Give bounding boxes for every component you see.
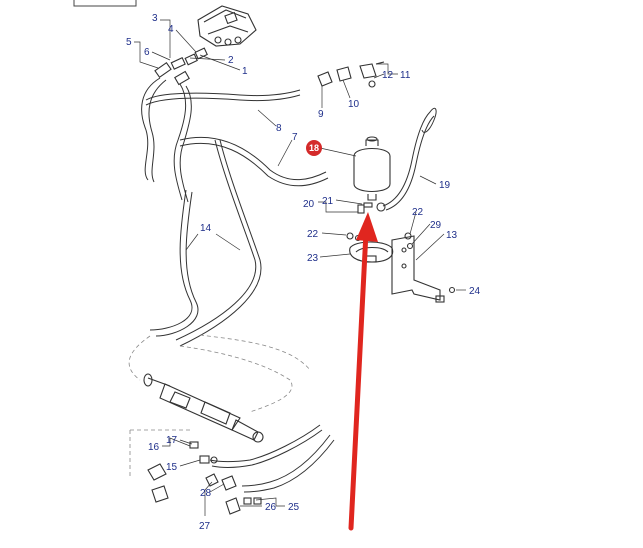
label-12: 12 [382, 70, 394, 81]
label-7: 7 [292, 132, 298, 143]
cylinder-fittings [147, 441, 218, 503]
label-16: 16 [148, 442, 160, 453]
label-11: 11 [400, 70, 411, 81]
label-3: 3 [152, 13, 158, 24]
header-box-fragment [73, 0, 137, 7]
highlight-arrow [348, 212, 378, 531]
label-22-right: 22 [412, 207, 424, 218]
label-26: 26 [265, 502, 277, 513]
label-25: 25 [288, 502, 300, 513]
label-21: 21 [322, 196, 334, 207]
mounting-bracket [391, 232, 456, 303]
accumulator-fittings [317, 61, 385, 88]
label-23: 23 [307, 253, 319, 264]
label-29: 29 [430, 220, 442, 231]
label-2: 2 [228, 55, 234, 66]
label-17: 17 [166, 435, 178, 446]
label-20: 20 [303, 199, 315, 210]
valve-fittings [154, 47, 208, 86]
lower-hoses [209, 424, 335, 493]
label-13: 13 [446, 230, 458, 241]
label-5: 5 [126, 37, 132, 48]
label-6: 6 [144, 47, 150, 58]
dashed-routing [128, 334, 311, 478]
accumulator-lower-fittings [357, 202, 373, 214]
label-19: 19 [439, 180, 451, 191]
hose-bundle [141, 77, 329, 347]
steering-cylinder [143, 373, 264, 443]
label-28: 28 [200, 488, 212, 499]
label-9: 9 [318, 109, 324, 120]
label-1: 1 [242, 66, 248, 77]
label-10: 10 [348, 99, 360, 110]
highlight-badge [306, 140, 322, 156]
pipe-19 [376, 107, 437, 212]
accumulator [353, 136, 391, 201]
bottom-fittings [205, 473, 262, 515]
label-27: 27 [199, 521, 211, 532]
label-18: 18 [309, 143, 319, 153]
label-24: 24 [469, 286, 481, 297]
leader-lines [134, 19, 466, 516]
label-15: 15 [166, 462, 178, 473]
label-8: 8 [276, 123, 282, 134]
label-14: 14 [200, 223, 212, 234]
label-22-left: 22 [307, 229, 319, 240]
label-4: 4 [168, 24, 174, 35]
steering-valve [197, 5, 257, 47]
